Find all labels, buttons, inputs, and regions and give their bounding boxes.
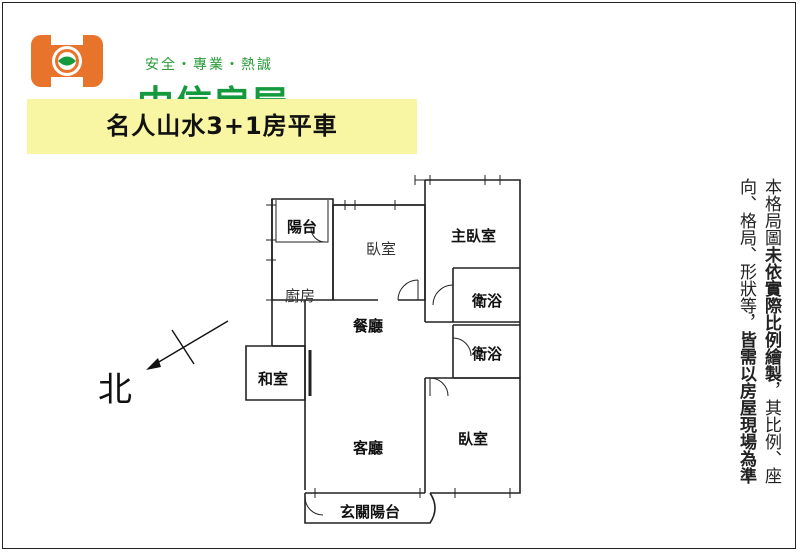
- room-entrance-balcony: 玄關陽台: [340, 503, 401, 521]
- room-kitchen: 廚房: [285, 287, 316, 305]
- room-living: 客廳: [353, 439, 384, 457]
- disclaimer-line-1b: 未依實際比例繪製: [761, 246, 781, 382]
- room-bedroom-bottom: 臥室: [458, 430, 489, 448]
- slogan: 安全・專業・熱誠: [145, 57, 273, 73]
- disclaimer-line-1: 本格局圖未依實際比例繪製，其比例、座: [752, 178, 781, 484]
- disclaimer-line-2: 向、格局、形狀等，皆需以房屋現場為準: [727, 178, 756, 484]
- disclaimer-line-1a: 本格局圖: [761, 178, 781, 246]
- room-bath-1: 衛浴: [472, 292, 503, 310]
- room-balcony: 陽台: [287, 218, 318, 236]
- room-dining: 餐廳: [353, 317, 384, 335]
- disclaimer-line-2a: 向、格局、形狀等，: [736, 178, 756, 331]
- room-master-bedroom: 主臥室: [451, 227, 497, 245]
- room-japanese: 和室: [258, 370, 289, 388]
- north-label: 北: [98, 370, 132, 410]
- listing-title: 名人山水3+1房平車: [106, 112, 338, 140]
- title-band: 名人山水3+1房平車: [27, 99, 417, 154]
- room-bath-2: 衛浴: [472, 345, 503, 363]
- north-arrow-icon: [146, 320, 229, 370]
- logo-mark-icon: [31, 35, 103, 87]
- disclaimer-line-2b: 皆需以房屋現場為準: [736, 331, 756, 484]
- disclaimer-line-1c: ，其比例、座: [761, 382, 781, 484]
- room-bedroom-top: 臥室: [366, 240, 397, 258]
